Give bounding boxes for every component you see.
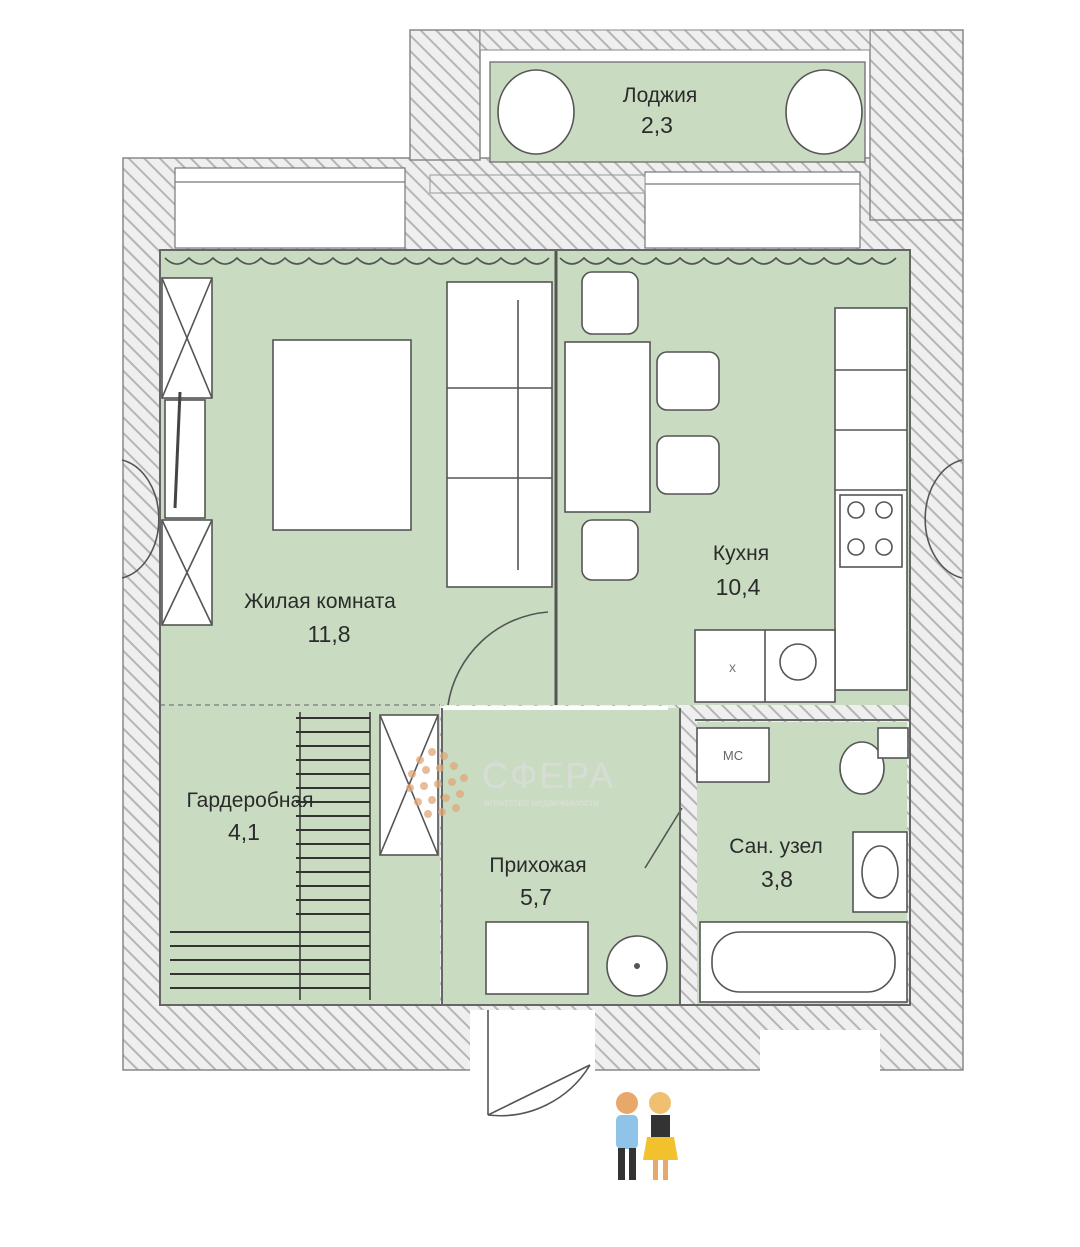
room-wardrobe: Гардеробная 4,1 [160,704,440,1005]
watermark-logo-dots [406,748,468,818]
loggia-area: 2,3 [641,112,673,138]
kitchen-name: Кухня [713,542,769,565]
room-kitchen: x Кухня 10,4 [554,250,909,705]
living-area: 11,8 [307,621,350,647]
living-name: Жилая комната [244,590,396,613]
room-bathroom: МС Сан. узел 3,8 [696,722,909,1005]
hallway-name: Прихожая [489,854,586,877]
room-loggia: Лоджия 2,3 [489,61,866,163]
bathroom-area: 3,8 [761,866,793,892]
room-hallway: Прихожая 5,7 [442,611,683,1005]
entrance-door [487,1010,591,1117]
wardrobe-area: 4,1 [228,819,260,845]
kitchen-area: 10,4 [716,574,761,600]
loggia-name: Лоджия [623,84,697,107]
washing-machine-label: МС [723,748,743,763]
wardrobe-name: Гардеробная [186,789,313,812]
watermark: СФЕРА агентство недвижимости [406,748,615,818]
svg-text:x: x [729,659,736,675]
room-living: Жилая комната 11,8 [160,250,555,705]
side-window-arcs [121,459,963,579]
watermark-subtitle: агентство недвижимости [484,798,599,809]
hallway-area: 5,7 [520,884,552,910]
windows [174,167,861,249]
watermark-title: СФЕРА [482,755,615,796]
bathroom-name: Сан. узел [729,835,822,858]
couple-figure-icon [616,1092,678,1180]
